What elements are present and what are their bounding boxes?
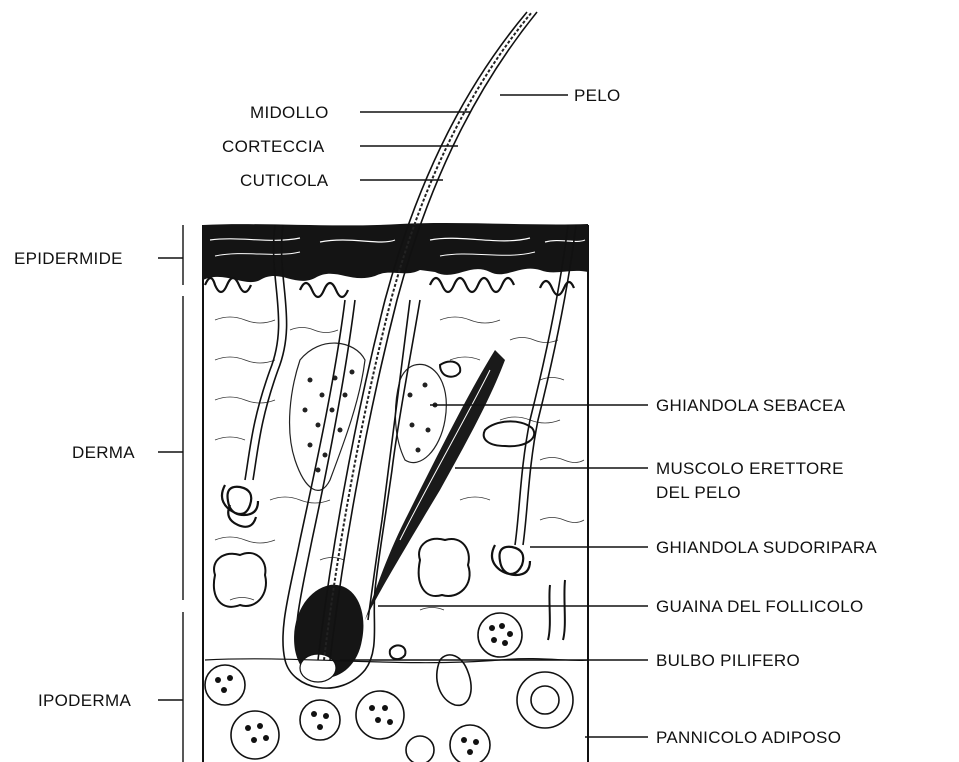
label-sebaceous-gland: GHIANDOLA SEBACEA — [430, 396, 846, 415]
label-hypodermis-text: IPODERMA — [38, 691, 131, 710]
label-cortex: CORTECCIA — [222, 137, 458, 156]
label-dermis: DERMA — [72, 443, 183, 462]
label-follicle-sheath: GUAINA DEL FOLLICOLO — [378, 597, 864, 616]
hypodermis-fat-lobules — [205, 613, 588, 762]
label-hair-bulb: BULBO PILIFERO — [340, 651, 800, 670]
label-sweat-gland-text: GHIANDOLA SUDORIPARA — [656, 538, 877, 557]
label-arrector-muscle: MUSCOLO ERETTORE DEL PELO — [455, 459, 844, 502]
label-cuticle: CUTICOLA — [240, 171, 443, 190]
label-sebaceous-gland-text: GHIANDOLA SEBACEA — [656, 396, 846, 415]
label-epidermis-text: EPIDERMIDE — [14, 249, 123, 268]
sweat-gland-ducts — [222, 225, 576, 575]
label-medulla-text: MIDOLLO — [250, 103, 329, 122]
label-hair: PELO — [500, 86, 621, 105]
fat-cells — [215, 623, 513, 755]
label-medulla: MIDOLLO — [250, 103, 470, 122]
hair-bulb — [294, 585, 363, 682]
label-arrector-muscle-line1: MUSCOLO ERETTORE — [656, 459, 844, 478]
label-dermis-text: DERMA — [72, 443, 135, 462]
label-hair-text: PELO — [574, 86, 621, 105]
label-hypodermis: IPODERMA — [38, 691, 183, 710]
label-cortex-text: CORTECCIA — [222, 137, 325, 156]
sebaceous-gland-lobules — [290, 343, 447, 490]
label-cuticle-text: CUTICOLA — [240, 171, 329, 190]
label-hair-bulb-text: BULBO PILIFERO — [656, 651, 800, 670]
label-epidermis: EPIDERMIDE — [14, 249, 183, 268]
label-follicle-sheath-text: GUAINA DEL FOLLICOLO — [656, 597, 864, 616]
label-adipose-layer-text: PANNICOLO ADIPOSO — [656, 728, 841, 747]
label-adipose-layer: PANNICOLO ADIPOSO — [585, 728, 841, 747]
label-sweat-gland: GHIANDOLA SUDORIPARA — [530, 538, 877, 557]
label-arrector-muscle-line2: DEL PELO — [656, 483, 741, 502]
skin-block-illustration — [203, 12, 588, 762]
